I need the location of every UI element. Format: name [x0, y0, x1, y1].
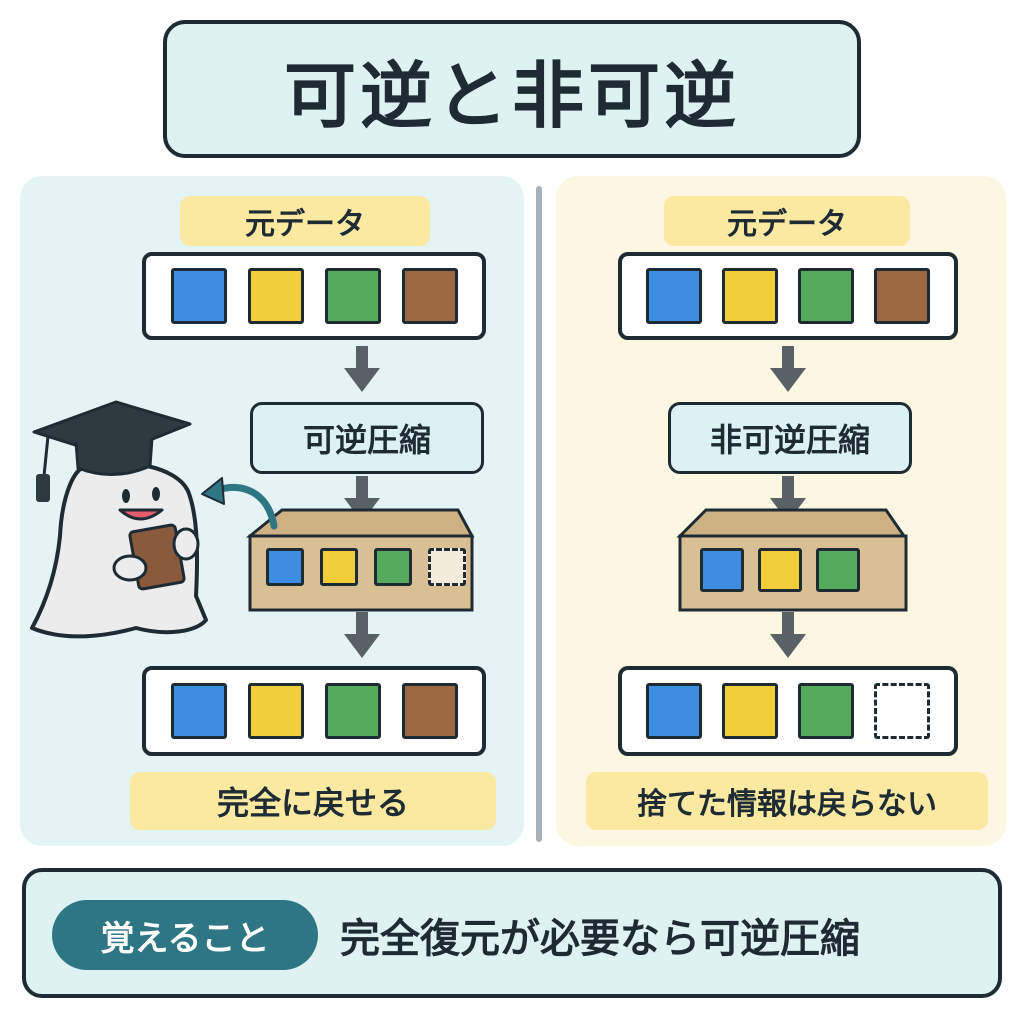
left-source-data-row — [142, 252, 486, 340]
brown-block — [401, 268, 458, 324]
right-compressed-blocks — [700, 548, 860, 592]
page-title: 可逆と非可逆 — [163, 20, 861, 158]
down-arrow-icon — [770, 612, 806, 658]
right-source-label: 元データ — [664, 196, 910, 246]
left-source-label: 元データ — [180, 196, 430, 246]
yellow-block — [758, 548, 802, 592]
empty-slot-block — [874, 683, 930, 739]
green-block — [816, 548, 860, 592]
yellow-block — [320, 548, 358, 586]
blue-block — [170, 683, 227, 739]
green-block — [798, 268, 854, 324]
green-block — [798, 683, 854, 739]
blue-block — [266, 548, 304, 586]
green-block — [324, 683, 381, 739]
right-result-caption: 捨てた情報は戻らない — [586, 772, 988, 830]
mortarboard-icon — [32, 400, 192, 502]
yellow-block — [722, 683, 778, 739]
blue-block — [700, 548, 744, 592]
left-result-caption: 完全に戻せる — [130, 772, 496, 830]
blue-block — [170, 268, 227, 324]
yellow-block — [247, 683, 304, 739]
empty-slot-block — [428, 548, 466, 586]
right-source-data-row — [618, 252, 958, 340]
left-restored-data-row — [142, 666, 486, 756]
brown-block — [874, 268, 930, 324]
green-block — [324, 268, 381, 324]
green-block — [374, 548, 412, 586]
takeaway-summary: 完全復元が必要なら可逆圧縮 — [340, 916, 860, 962]
right-process-label: 非可逆圧縮 — [668, 402, 912, 474]
panel-divider — [536, 186, 542, 842]
curved-arrow-icon — [201, 477, 278, 530]
yellow-block — [722, 268, 778, 324]
left-compressed-blocks — [266, 548, 466, 592]
left-process-label: 可逆圧縮 — [250, 402, 484, 474]
ghost-mascot — [30, 461, 208, 639]
down-arrow-icon — [344, 612, 380, 658]
down-arrow-icon — [770, 346, 806, 392]
blue-block — [646, 683, 702, 739]
brown-block — [401, 683, 458, 739]
takeaway-tag: 覚えること — [52, 900, 318, 970]
yellow-block — [247, 268, 304, 324]
down-arrow-icon — [344, 346, 380, 392]
blue-block — [646, 268, 702, 324]
right-result-data-row — [618, 666, 958, 756]
